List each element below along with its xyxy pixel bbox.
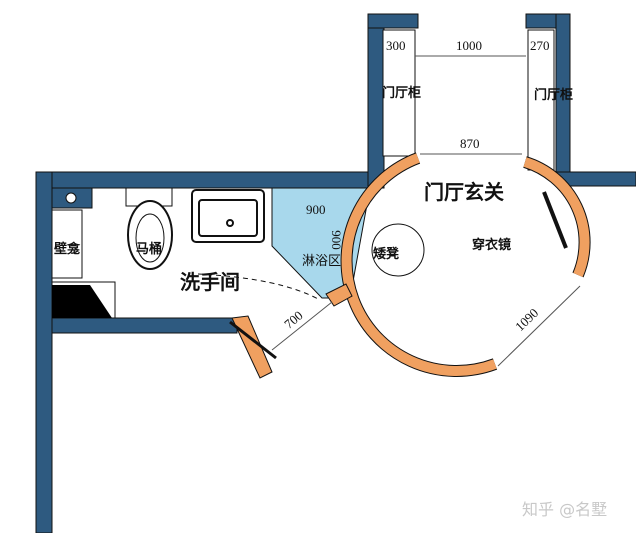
label-wall-cabinet: 壁龛: [54, 242, 81, 257]
dim-left-cabinet: 300: [386, 38, 406, 53]
label-shower: 淋浴区: [302, 254, 342, 269]
dim-corridor: 1000: [456, 38, 482, 53]
dim-right-cabinet: 270: [530, 38, 550, 53]
walls: [35, 13, 636, 533]
dim-shower-w: 900: [306, 202, 326, 217]
dim-entrance: 870: [460, 136, 480, 151]
cabinets: [51, 29, 555, 279]
dim-shower-d: 900: [328, 230, 344, 250]
watermark: 知乎 @名墅: [522, 500, 608, 519]
label-mirror: 穿衣镜: [472, 238, 512, 253]
label-washroom: 洗手间: [180, 270, 240, 294]
label-entrance: 门厅玄关: [424, 180, 504, 204]
label-stool: 矮凳: [373, 247, 400, 262]
label-toilet: 马桶: [136, 242, 163, 257]
label-hall-cabinet-right: 门厅柜: [534, 88, 574, 103]
label-hall-cabinet-left: 门厅柜: [382, 86, 422, 101]
